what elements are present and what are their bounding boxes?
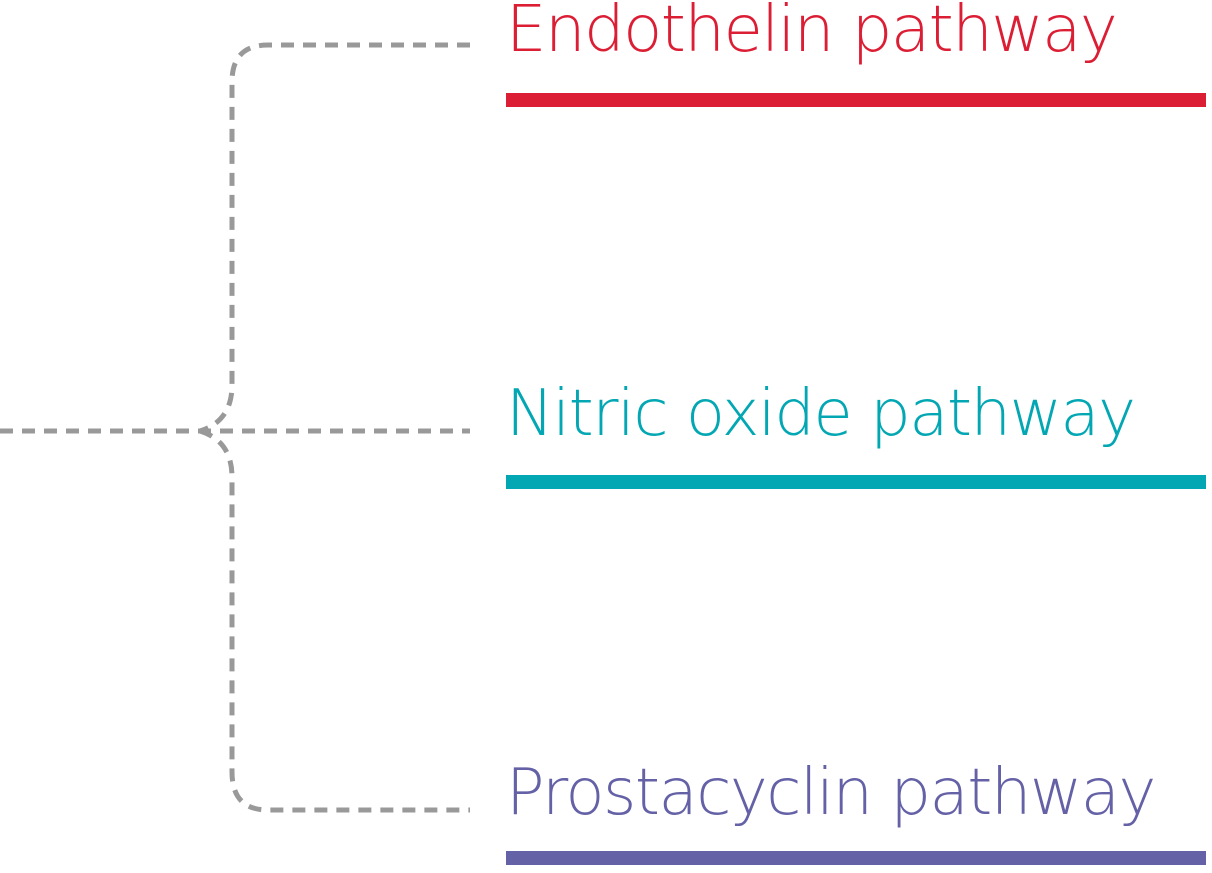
prostacyclin-pathway-bar	[506, 851, 1206, 865]
nitric-oxide-pathway: Nitric oxide pathway	[506, 376, 1206, 489]
endothelin-pathway-label: Endothelin pathway	[506, 0, 1118, 67]
prostacyclin-pathway: Prostacyclin pathway	[506, 755, 1206, 865]
nitric-oxide-pathway-label: Nitric oxide pathway	[506, 377, 1136, 451]
endothelin-pathway-bar	[506, 93, 1206, 107]
nitric-oxide-pathway-bar	[506, 475, 1206, 489]
endothelin-pathway: Endothelin pathway	[506, 0, 1206, 107]
connector-bracket-bottom	[199, 428, 470, 813]
connector-bracket-top	[199, 42, 470, 434]
prostacyclin-pathway-label: Prostacyclin pathway	[506, 756, 1156, 830]
